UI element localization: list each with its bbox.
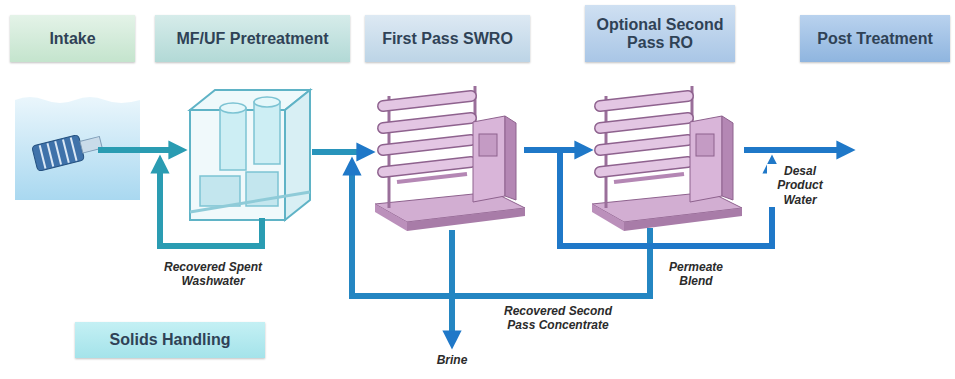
stage-title: Intake [49, 30, 95, 48]
screen-slot [71, 137, 77, 160]
tank-top [254, 97, 280, 107]
stage-header: MF/UF Pretreatment [155, 15, 350, 62]
flow-label: Brine [422, 353, 482, 367]
flow-arrow [524, 147, 584, 153]
flow-arrow [744, 147, 846, 153]
stage-title: MF/UF Pretreatment [176, 30, 328, 48]
screen-slot [55, 141, 61, 164]
membrane-module [200, 176, 240, 206]
pretreatment-skid [190, 90, 310, 220]
stage-title: Post Treatment [817, 30, 933, 48]
stage-header: Solids Handling [75, 322, 265, 358]
stage-header: Post Treatment [800, 15, 950, 62]
skid-rail [190, 192, 310, 212]
second-pass-rack [592, 86, 742, 231]
flow-label: Permeate Blend [656, 260, 736, 289]
stage-header: Optional Second Pass RO [585, 5, 735, 62]
flow-arrow [312, 149, 366, 155]
flow-label: Desal Product Water [767, 164, 833, 207]
filter-tank [220, 108, 246, 170]
flow-arrow [352, 166, 650, 296]
flow-arrow [560, 150, 772, 246]
flow-arrow [449, 230, 455, 340]
flow-label: Recovered Spent Washwater [157, 260, 269, 289]
flow-arrow [98, 147, 178, 153]
stage-title: Solids Handling [110, 331, 231, 349]
flow-label: Recovered Second Pass Concentrate [496, 304, 620, 333]
screen-body [32, 135, 85, 172]
stage-title: First Pass SWRO [382, 30, 513, 48]
stage-header: First Pass SWRO [365, 15, 530, 62]
screen-slot [47, 143, 53, 166]
screen-slot [40, 145, 46, 168]
first-pass-rack [375, 86, 525, 231]
flow-arrow [160, 164, 262, 246]
filter-tank [254, 102, 280, 164]
intake-screen [32, 130, 104, 172]
stage-header: Intake [10, 15, 135, 62]
screen-slot [63, 139, 69, 162]
tank-top [220, 103, 246, 113]
skid-frame [285, 90, 310, 220]
stage-title: Optional Second Pass RO [591, 16, 729, 51]
